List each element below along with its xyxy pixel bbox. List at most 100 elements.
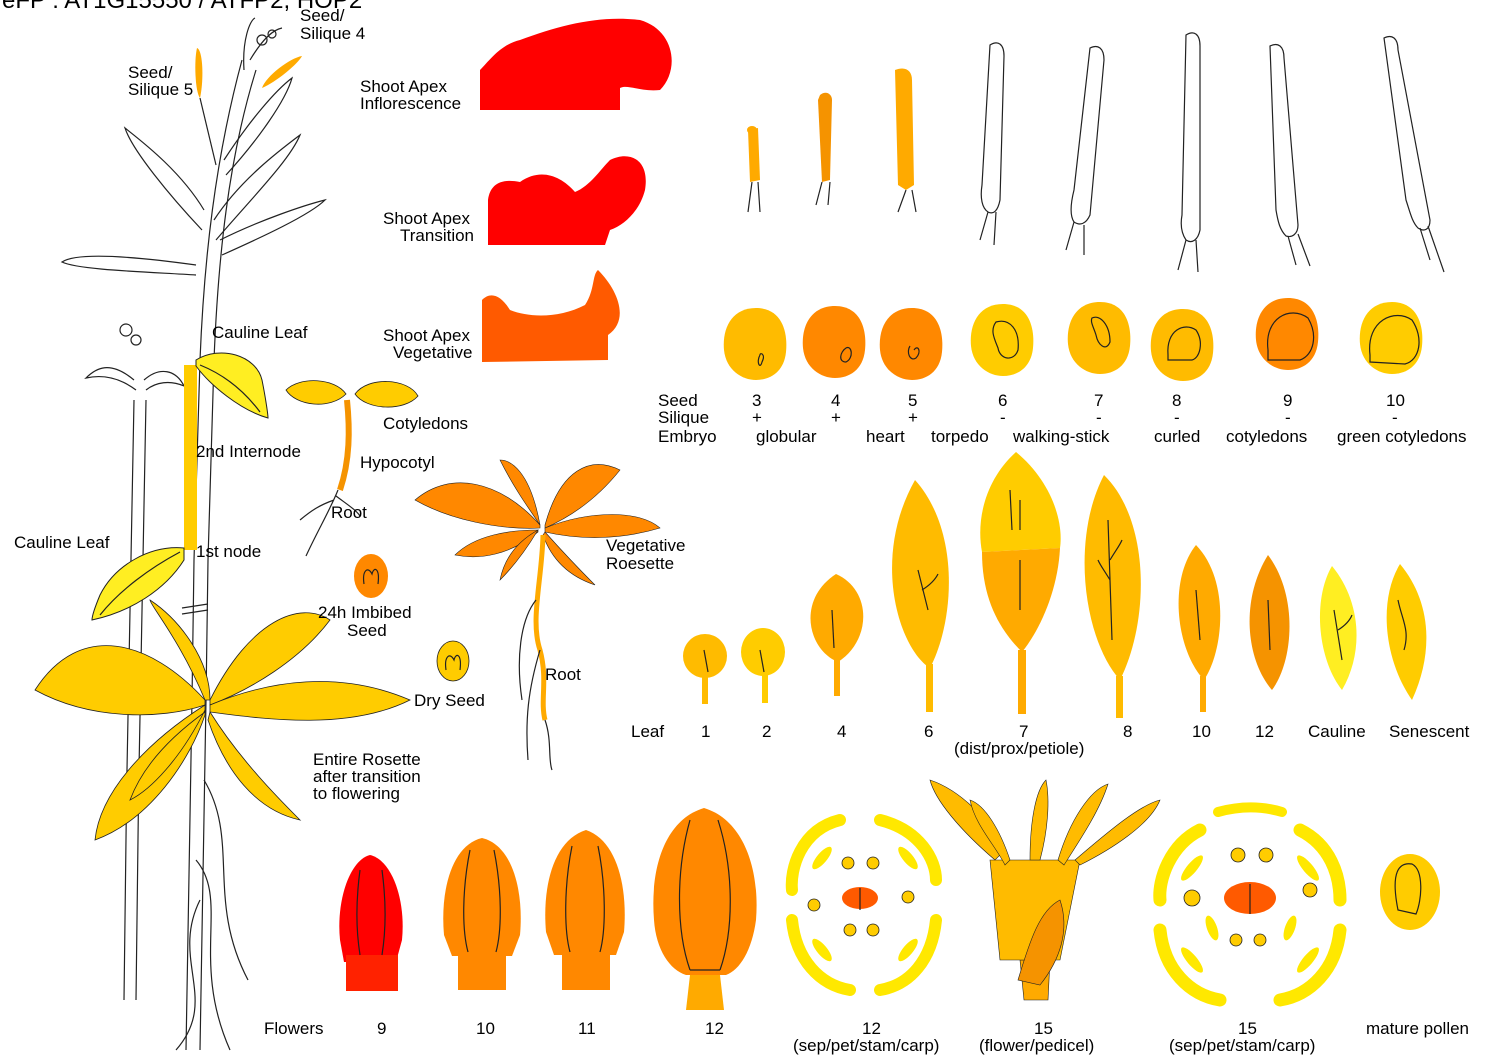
embryo-stage-label: green cotyledons (1337, 427, 1466, 446)
leaf-7-note: (dist/prox/petiole) (954, 739, 1084, 758)
leaf-number: 4 (837, 722, 846, 741)
imbibed-seed-label-2: Seed (347, 621, 387, 640)
silique-sign: + (831, 408, 841, 427)
cotyledons-label: Cotyledons (383, 414, 468, 433)
seed-stage-6 (971, 304, 1034, 376)
seed-stage-5 (880, 308, 943, 380)
second-internode-label: 2nd Internode (196, 442, 301, 461)
flower-stage-num: 10 (476, 1019, 495, 1038)
hypocotyl-shape (340, 400, 349, 490)
vegetative-rosette-label-2: Roesette (606, 554, 674, 573)
leaf-number: 1 (701, 722, 710, 741)
shoot-apex-vegetative-shape (482, 270, 620, 362)
flower-stage-note: (sep/pet/stam/carp) (1169, 1036, 1315, 1055)
imbibed-seed-shape (354, 554, 388, 598)
silique-series (747, 33, 1444, 272)
flower-stage-note: (flower/pedicel) (979, 1036, 1094, 1055)
silique-sign: - (1174, 408, 1180, 427)
silique-sign: + (752, 408, 762, 427)
seedling: Cotyledons Hypocotyl Root 24h Imbibed Se… (286, 381, 485, 710)
embryo-stage-label: curled (1154, 427, 1200, 446)
seed-row-labels: Seed Silique Embryo 3 + globular 4 + 5 +… (658, 391, 1466, 446)
silique-sign: - (1096, 408, 1102, 427)
silique-sign: + (908, 408, 918, 427)
seedling-root-label: Root (331, 503, 367, 522)
leaf-number: 10 (1192, 722, 1211, 741)
seed-stage-9 (1256, 298, 1319, 370)
cotyledon-left (286, 381, 346, 405)
leaf-number: 6 (924, 722, 933, 741)
flower-stage-num: 12 (705, 1019, 724, 1038)
seed-stage-3 (724, 308, 787, 380)
leaf-12-shape (1250, 555, 1290, 690)
leaf-6-shape (892, 480, 949, 712)
silique-stage-3 (748, 128, 760, 182)
seed-series (724, 298, 1423, 381)
silique-row-label: Silique (658, 408, 709, 427)
rosette-root-label: Root (545, 665, 581, 684)
flower-stage-12-shape (653, 808, 756, 1010)
leaf-cauline-shape (1320, 566, 1357, 690)
seed-stage-7 (1068, 302, 1131, 374)
leaf-4-shape (810, 574, 863, 696)
silique-stage-5 (895, 68, 914, 190)
cauline-leaf-lower-shape (92, 548, 184, 620)
shoot-apices: Shoot Apex Inflorescence Shoot Apex Tran… (360, 19, 672, 362)
leaf-10-shape (1179, 545, 1221, 712)
mature-pollen-shape (1380, 854, 1440, 930)
cauline-leaf-upper-label: Cauline Leaf (212, 323, 308, 342)
entire-rosette-label-3: to flowering (313, 784, 400, 803)
cauline-leaf-lower-label: Cauline Leaf (14, 533, 110, 552)
leaf-number: 12 (1255, 722, 1274, 741)
flower-stage-15-shape (930, 780, 1160, 1000)
seed-stage-8 (1151, 309, 1214, 381)
flower-stage-12-cross-section (792, 820, 936, 990)
leaf-1-shape (683, 634, 727, 704)
flower-stage-15-cross-section (1160, 808, 1340, 1001)
silique-sign: - (1000, 408, 1006, 427)
seed-silique-4-label-1: Seed/ (300, 6, 345, 25)
embryo-stage-label: walking-stick (1012, 427, 1110, 446)
embryo-stage-label: heart (866, 427, 905, 446)
shoot-apex-transition-label-2: Transition (400, 226, 474, 245)
leaf-number: Senescent (1389, 722, 1470, 741)
silique-sign: - (1392, 408, 1398, 427)
leaf-7-shape (980, 452, 1060, 714)
flower-series: Flowers 9 10 11 12 12 15 15 (sep/pet/sta… (264, 780, 1469, 1055)
flower-stage-9-shape (339, 855, 402, 991)
rosette-root-shape (536, 535, 545, 720)
dry-seed-shape (437, 641, 469, 681)
leaf-8-shape (1085, 475, 1141, 718)
hypocotyl-label: Hypocotyl (360, 453, 435, 472)
cotyledon-right (355, 381, 418, 407)
leaf-series: Leaf 1 2 4 6 7 8 10 12 Cauline Senescent… (631, 452, 1470, 758)
flower-stage-11-shape (545, 830, 624, 990)
shoot-apex-inflorescence-label-2: Inflorescence (360, 94, 461, 113)
flowers-series-label: Flowers (264, 1019, 324, 1038)
silique-4 (262, 56, 302, 88)
leaf-series-label: Leaf (631, 722, 664, 741)
seed-silique-4-label-2: Silique 4 (300, 24, 365, 43)
shoot-apex-inflorescence-shape (480, 19, 672, 110)
imbibed-seed-label-1: 24h Imbibed (318, 603, 412, 622)
shoot-apex-vegetative-label-2: Vegetative (393, 343, 472, 362)
silique-stage-4 (818, 93, 832, 182)
first-node-label: 1st node (196, 542, 261, 561)
leaf-senescent-shape (1387, 564, 1427, 700)
flower-stage-num: 9 (377, 1019, 386, 1038)
embryo-stage-label: cotyledons (1226, 427, 1307, 446)
embryo-row-label: Embryo (658, 427, 717, 446)
shoot-apex-transition-shape (488, 156, 646, 245)
flower-stage-10-shape (443, 838, 520, 990)
embryo-stage-label: globular (756, 427, 817, 446)
leaf-number: Cauline (1308, 722, 1366, 741)
leaf-number: 8 (1123, 722, 1132, 741)
flower-stage-note: (sep/pet/stam/carp) (793, 1036, 939, 1055)
silique-sign: - (1285, 408, 1291, 427)
dry-seed-label: Dry Seed (414, 691, 485, 710)
flower-stage-num: 11 (578, 1019, 596, 1038)
silique-5 (195, 48, 202, 98)
mature-pollen-label: mature pollen (1366, 1019, 1469, 1038)
seed-stage-4 (803, 306, 866, 378)
